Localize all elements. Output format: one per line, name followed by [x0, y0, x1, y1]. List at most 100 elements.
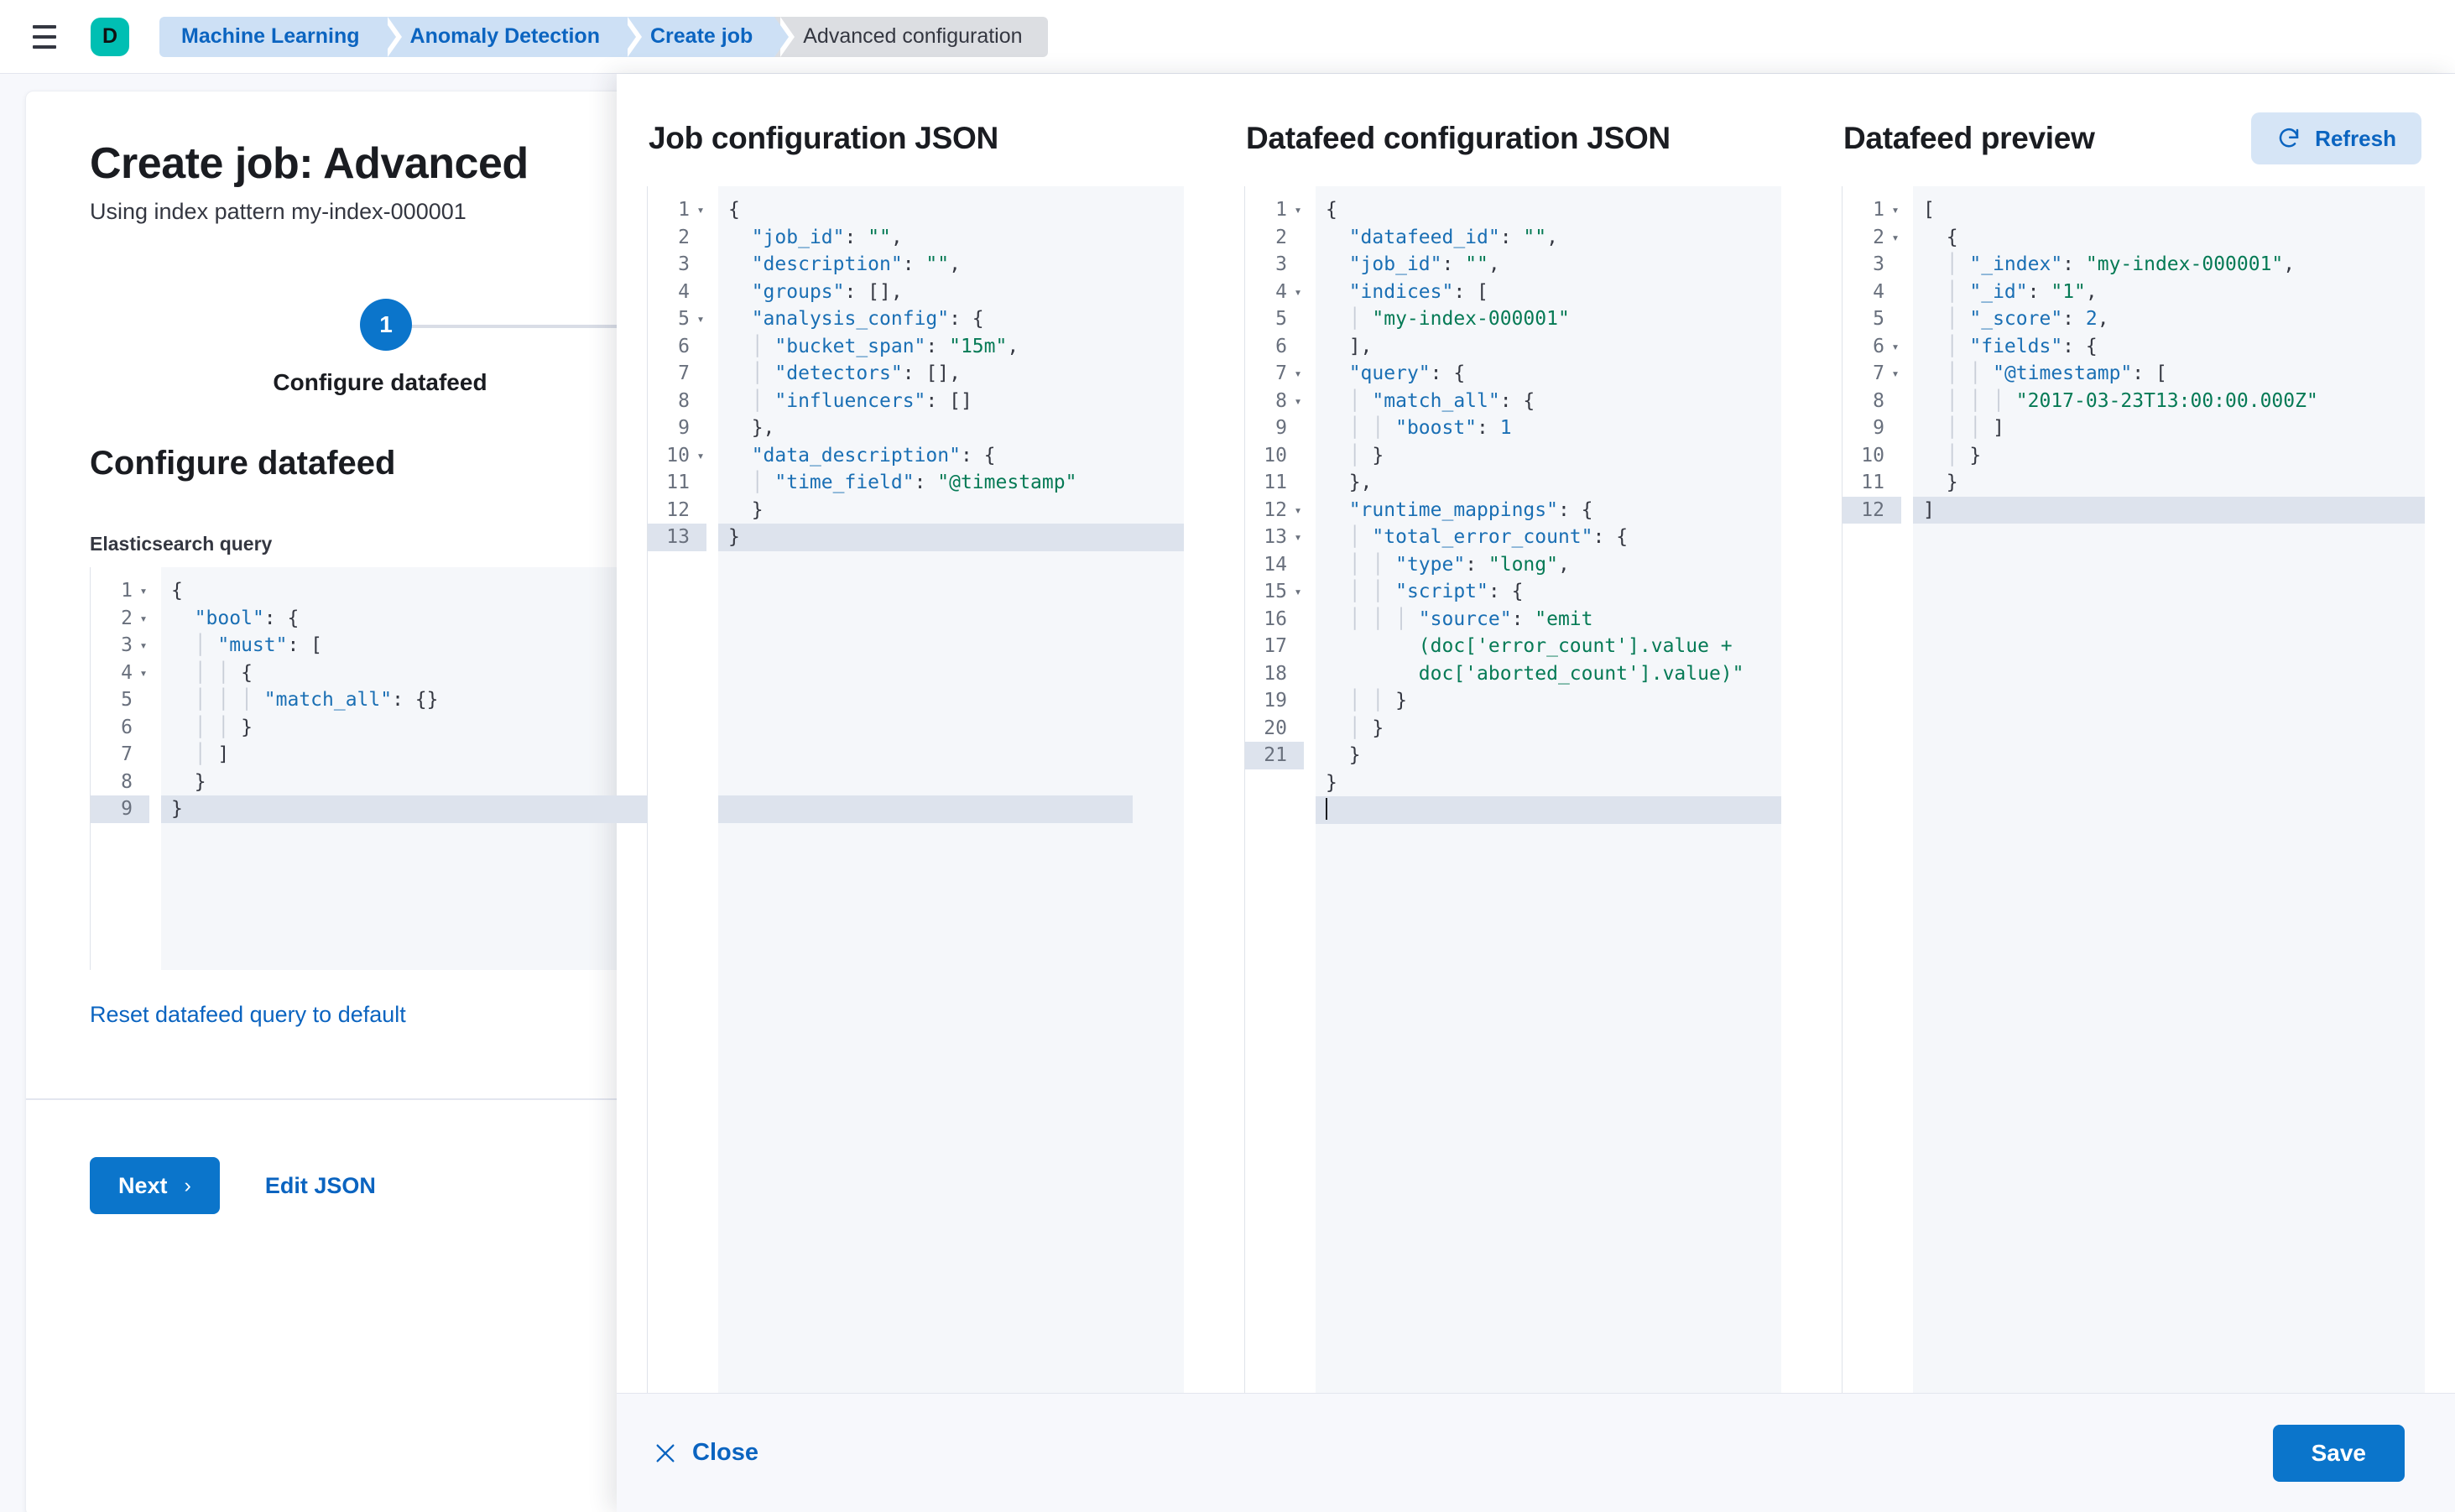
code-line[interactable]: "runtime_mappings": {: [1348, 498, 1593, 521]
code-line[interactable]: │ │ │ "match_all": {}: [171, 689, 439, 711]
code-line[interactable]: │ "fields": {: [1923, 335, 2098, 357]
code-line[interactable]: │ "bucket_span": "15m",: [728, 335, 1019, 357]
code-line[interactable]: {: [728, 199, 740, 221]
save-button[interactable]: Save: [2272, 1424, 2405, 1482]
code-line[interactable]: "datafeed_id": "",: [1348, 226, 1558, 248]
code-line[interactable]: │ "influencers": []: [728, 389, 972, 412]
code-line[interactable]: │ │ │ "source": "emit (doc['error_count'…: [1326, 607, 1744, 685]
code-line[interactable]: │ }: [1326, 717, 1384, 739]
fold-arrow-icon[interactable]: ▾: [696, 202, 705, 217]
code-line[interactable]: │ "total_error_count": {: [1326, 526, 1629, 548]
code-line[interactable]: │ "_index": "my-index-000001",: [1923, 253, 2296, 275]
line-number: 4▾: [678, 280, 690, 303]
code-line[interactable]: │ │ ]: [1923, 417, 2004, 439]
fold-arrow-icon[interactable]: ▾: [1294, 502, 1302, 518]
code-line[interactable]: │ "time_field": "@timestamp": [728, 472, 1077, 493]
fold-arrow-icon[interactable]: ▾: [1891, 338, 1900, 354]
code-line[interactable]: │ "_score": 2,: [1923, 308, 2109, 330]
code-line[interactable]: {: [1326, 199, 1337, 221]
code-line[interactable]: "description": "",: [751, 253, 961, 275]
fold-arrow-icon[interactable]: ▾: [139, 638, 148, 653]
code-line[interactable]: │ │ }: [171, 716, 253, 738]
fold-arrow-icon[interactable]: ▾: [139, 610, 148, 626]
code-line[interactable]: │ ]: [171, 743, 230, 765]
breadcrumb-item-machine-learning[interactable]: Machine Learning: [159, 16, 402, 57]
fold-arrow-icon[interactable]: ▾: [1294, 529, 1302, 545]
fold-arrow-icon[interactable]: ▾: [696, 447, 705, 463]
code-line[interactable]: [1316, 796, 1781, 824]
datafeed-configuration-json-editor[interactable]: 1▾2▾3▾4▾5▾6▾7▾8▾9▾10▾11▾12▾13▾14▾15▾16▾1…: [1244, 186, 1781, 1393]
code-line[interactable]: │ │ }: [1326, 690, 1407, 712]
job-configuration-json-editor[interactable]: 1▾2▾3▾4▾5▾6▾7▾8▾9▾10▾11▾12▾13▾ { "job_id…: [647, 186, 1184, 1393]
fold-arrow-icon[interactable]: ▾: [1294, 366, 1302, 381]
code-line[interactable]: }: [171, 770, 206, 793]
code-line[interactable]: }: [728, 498, 764, 521]
code-line[interactable]: │ "_id": "1",: [1923, 280, 2098, 303]
code-line[interactable]: │ │ {: [171, 661, 253, 684]
stepper-step-1[interactable]: 1: [360, 299, 412, 351]
next-button[interactable]: Next ›: [90, 1157, 220, 1214]
refresh-button[interactable]: Refresh: [2251, 112, 2421, 164]
editor-code[interactable]: { "datafeed_id": "", "job_id": "", "indi…: [1316, 186, 1781, 1393]
fold-arrow-icon[interactable]: ▾: [1294, 393, 1302, 409]
code-line[interactable]: "groups": [],: [751, 280, 903, 303]
code-line[interactable]: "job_id": "",: [1348, 253, 1500, 275]
code-line[interactable]: },: [1326, 472, 1373, 493]
line-number: 5▾: [1275, 308, 1287, 330]
code-line[interactable]: "data_description": {: [751, 444, 996, 467]
breadcrumb-item-anomaly-detection[interactable]: Anomaly Detection: [381, 16, 643, 57]
line-number: 7▾: [678, 362, 690, 384]
code-line[interactable]: │ │ "type": "long",: [1326, 553, 1570, 576]
breadcrumb-item-advanced-configuration[interactable]: Advanced configuration: [774, 16, 1048, 57]
editor-code[interactable]: { "bool": { │ "must": [ │ │ { │ │ │ "mat…: [161, 567, 1133, 970]
code-line[interactable]: }: [1923, 472, 1958, 493]
code-line[interactable]: │ │ │ "2017-03-23T13:00:00.000Z": [1923, 389, 2318, 412]
fold-arrow-icon[interactable]: ▾: [1294, 202, 1302, 217]
code-line[interactable]: }: [161, 795, 1133, 823]
reset-datafeed-query-link[interactable]: Reset datafeed query to default: [90, 1002, 406, 1027]
code-line[interactable]: {: [171, 580, 183, 602]
avatar[interactable]: D: [91, 17, 129, 56]
code-line[interactable]: "query": {: [1348, 362, 1466, 384]
code-line[interactable]: "indices": [: [1348, 280, 1488, 303]
code-line[interactable]: "analysis_config": {: [751, 308, 984, 330]
code-line[interactable]: │ "detectors": [],: [728, 362, 961, 384]
code-line[interactable]: │ │ "@timestamp": [: [1923, 362, 2167, 384]
code-line[interactable]: }: [1326, 744, 1361, 766]
code-line[interactable]: "job_id": "",: [751, 226, 903, 248]
editor-code[interactable]: { "job_id": "", "description": "", "grou…: [718, 186, 1184, 1393]
line-number: 6▾: [678, 335, 690, 357]
breadcrumb-item-create-job[interactable]: Create job: [621, 16, 795, 57]
fold-arrow-icon[interactable]: ▾: [1891, 366, 1900, 381]
elasticsearch-query-editor[interactable]: 1▾2▾3▾4▾5▾6▾7▾8▾9▾ { "bool": { │ "must":…: [90, 567, 1133, 970]
code-line[interactable]: │ }: [1923, 444, 1982, 467]
code-line[interactable]: ],: [1326, 335, 1373, 357]
code-line[interactable]: │ │ "script": {: [1326, 581, 1524, 602]
code-line[interactable]: [: [1923, 199, 1935, 221]
fold-arrow-icon[interactable]: ▾: [1294, 584, 1302, 599]
hamburger-icon[interactable]: [25, 18, 64, 56]
code-line[interactable]: ]: [1913, 496, 2425, 524]
code-line[interactable]: │ "match_all": {: [1326, 389, 1535, 412]
datafeed-preview-editor[interactable]: 1▾2▾3▾4▾5▾6▾7▾8▾9▾10▾11▾12▾ [ { │ "_inde…: [1842, 186, 2425, 1393]
fold-arrow-icon[interactable]: ▾: [1891, 202, 1900, 217]
fold-arrow-icon[interactable]: ▾: [1891, 229, 1900, 245]
code-line[interactable]: │ }: [1326, 444, 1384, 467]
line-number: 18▾: [1264, 662, 1287, 685]
code-line[interactable]: "bool": {: [194, 607, 300, 629]
editor-code[interactable]: [ { │ "_index": "my-index-000001", │ "_i…: [1913, 186, 2425, 1393]
fold-arrow-icon[interactable]: ▾: [696, 311, 705, 326]
fold-arrow-icon[interactable]: ▾: [139, 583, 148, 598]
close-button[interactable]: Close: [654, 1439, 758, 1467]
fold-arrow-icon[interactable]: ▾: [139, 665, 148, 680]
line-number: 20▾: [1264, 717, 1287, 739]
code-line[interactable]: }: [718, 524, 1184, 551]
edit-json-button[interactable]: Edit JSON: [264, 1172, 376, 1198]
code-line[interactable]: │ "must": [: [171, 634, 323, 656]
code-line[interactable]: │ │ "boost": 1: [1326, 417, 1512, 439]
fold-arrow-icon[interactable]: ▾: [1294, 284, 1302, 300]
code-line[interactable]: }: [1326, 771, 1337, 794]
code-line[interactable]: },: [728, 417, 775, 439]
code-line[interactable]: {: [1923, 226, 1958, 248]
code-line[interactable]: │ "my-index-000001": [1326, 308, 1570, 330]
